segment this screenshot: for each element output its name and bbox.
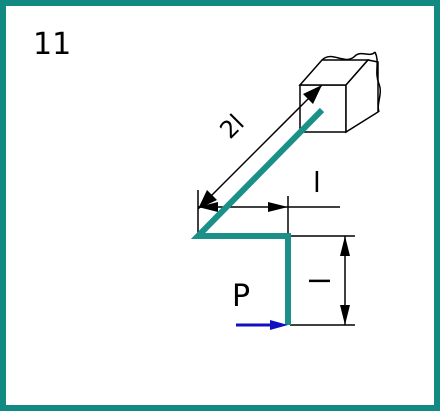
force-arrow (236, 320, 288, 330)
force-label: P (232, 279, 250, 314)
diagonal-length-label: 2l (214, 109, 249, 144)
dimension-diagonal (197, 84, 323, 210)
dimension-horizontal (197, 190, 340, 236)
horizontal-length-label: l (313, 166, 321, 199)
dimension-vertical (290, 235, 355, 326)
vertical-length-label: l (302, 277, 335, 285)
bent-rod (190, 107, 325, 325)
problem-number: 11 (33, 27, 71, 62)
